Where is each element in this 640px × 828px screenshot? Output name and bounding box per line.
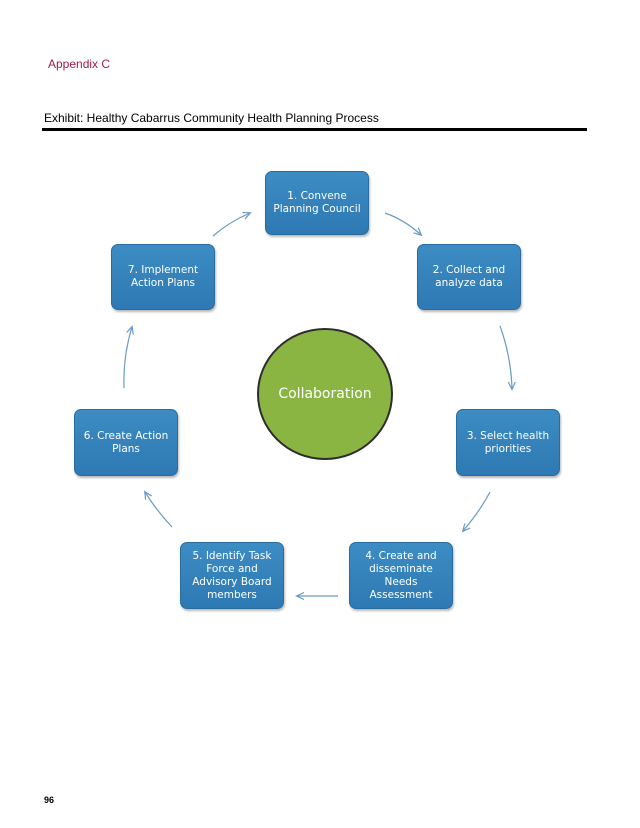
step-7-box: 7. Implement Action Plans [111,244,215,310]
exhibit-title: Exhibit: Healthy Cabarrus Community Heal… [44,111,379,125]
step-1-label: 1. Convene Planning Council [273,190,361,215]
step-6-box: 6. Create Action Plans [74,409,178,476]
arrow-1-to-2 [384,212,421,235]
step-2-label: 2. Collect and analyze data [432,264,506,289]
arrow-7-to-1 [212,213,250,237]
arrow-5-to-6 [145,492,173,528]
step-4-box: 4. Create and disseminate Needs Assessme… [349,542,453,609]
step-5-label: 5. Identify Task Force and Advisory Boar… [192,549,272,601]
arrow-6-to-7 [123,327,132,389]
step-7-label: 7. Implement Action Plans [127,264,199,289]
appendix-label: Appendix C [48,57,111,71]
collaboration-circle: Collaboration [257,328,393,460]
step-1-box: 1. Convene Planning Council [265,171,369,235]
step-5-box: 5. Identify Task Force and Advisory Boar… [180,542,284,609]
step-3-label: 3. Select health priorities [466,429,550,455]
step-3-box: 3. Select health priorities [456,409,560,476]
step-6-label: 6. Create Action Plans [83,429,169,455]
step-4-label: 4. Create and disseminate Needs Assessme… [365,549,437,601]
collaboration-label: Collaboration [278,386,372,402]
title-divider [42,128,587,131]
arrow-2-to-3 [499,325,512,389]
page-number: 96 [44,795,55,805]
arrow-3-to-4 [463,491,491,531]
step-2-box: 2. Collect and analyze data [417,244,521,310]
